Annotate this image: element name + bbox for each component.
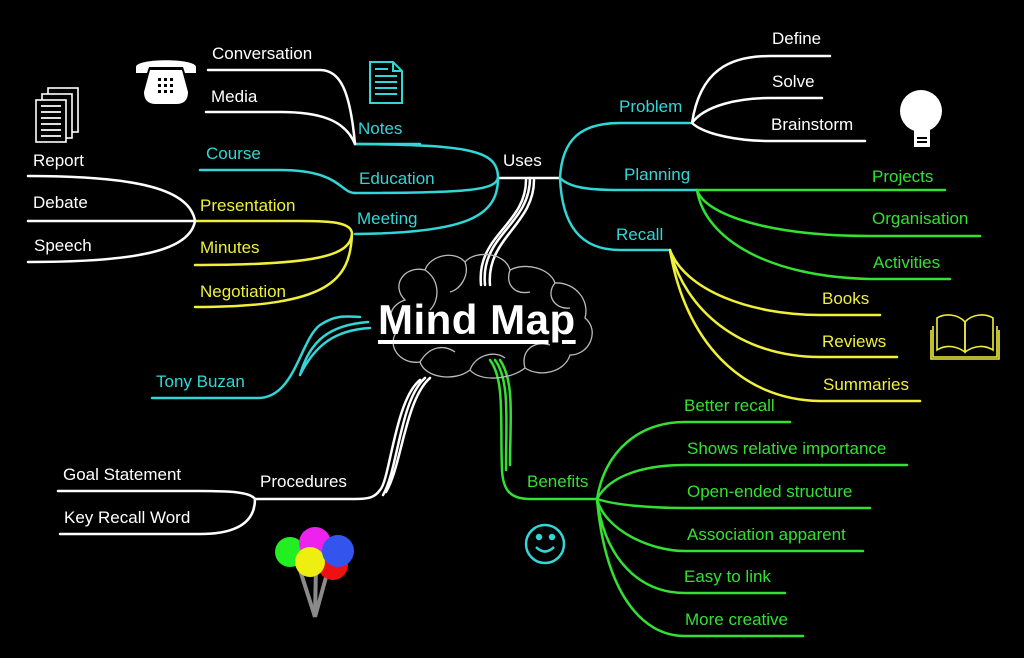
connector-problem [558,121,692,180]
connector-presentation [193,219,354,236]
connector-key-recall-word [58,497,257,536]
book-icon [930,314,1000,360]
connector-media [204,110,357,146]
central-title: Mind Map [378,296,576,343]
node-negotiation[interactable]: Negotiation [200,282,287,301]
node-summaries[interactable]: Summaries [823,375,909,394]
connector-easy-link [595,497,787,595]
node-presentation[interactable]: Presentation [200,196,296,215]
balloons-icon [275,527,354,618]
connector-report [26,174,197,223]
node-organisation[interactable]: Organisation [872,209,969,228]
node-shows-relative-importance[interactable]: Shows relative importance [687,439,887,458]
connector-define [690,54,832,125]
connector-better-recall [595,420,792,501]
connector-conversation [206,68,357,146]
node-projects[interactable]: Projects [872,167,934,186]
node-goal-statement[interactable]: Goal Statement [63,465,182,484]
node-better-recall[interactable]: Better recall [684,396,775,415]
connector-solve [690,96,824,125]
connector-activities [695,188,952,281]
node-course[interactable]: Course [206,144,261,163]
node-debate[interactable]: Debate [33,193,88,212]
connector-recall [558,176,670,252]
node-brainstorm[interactable]: Brainstorm [771,115,854,134]
node-association-apparent[interactable]: Association apparent [687,525,846,544]
connector-procedures [253,376,432,501]
node-report[interactable]: Report [33,151,85,170]
brain-cloud-icon [389,253,593,379]
node-recall[interactable]: Recall [616,225,664,244]
node-open-ended-structure[interactable]: Open-ended structure [687,482,853,501]
connector-association [595,497,865,553]
node-easy-to-link[interactable]: Easy to link [684,567,771,586]
connector-brain-benefits [488,358,599,501]
smiley-icon [524,523,566,565]
node-benefits[interactable]: Benefits [527,472,589,491]
node-speech[interactable]: Speech [34,236,92,255]
node-uses[interactable]: Uses [503,151,542,170]
connector-education-line [198,168,357,195]
node-books[interactable]: Books [822,289,870,308]
connector-summaries [668,248,922,403]
connector-uses-meeting [353,176,500,236]
lightbulb-icon [900,90,942,147]
connector-planning [558,176,699,192]
node-conversation[interactable]: Conversation [212,44,313,63]
node-minutes[interactable]: Minutes [200,238,260,257]
node-meeting[interactable]: Meeting [357,209,418,228]
connector-uses-education [353,176,500,195]
node-problem[interactable]: Problem [619,97,683,116]
node-education[interactable]: Education [359,169,435,188]
node-notes[interactable]: Notes [358,119,403,138]
node-procedures[interactable]: Procedures [260,472,347,491]
node-media[interactable]: Media [211,87,258,106]
node-reviews[interactable]: Reviews [822,332,887,351]
connector-organisation [695,188,982,238]
connector-speech [26,219,197,264]
connector-goal-statement [56,489,257,501]
connector-reviews [668,248,899,359]
node-activities[interactable]: Activities [873,253,941,272]
node-more-creative[interactable]: More creative [685,610,788,629]
connector-brain-uses [479,176,536,287]
telephone-icon [136,60,196,104]
connector-brainstorm [690,121,867,143]
connector-minutes [193,232,354,267]
node-tony-buzan[interactable]: Tony Buzan [156,372,245,391]
connector-negotiation [193,232,354,309]
node-define[interactable]: Define [772,29,822,48]
node-key-recall-word[interactable]: Key Recall Word [64,508,191,527]
documents-icon [35,87,79,143]
node-planning[interactable]: Planning [624,165,691,184]
document-icon [369,61,403,104]
connector-open-ended [595,497,872,510]
connector-more-creative [595,497,805,638]
connector-tony-buzan [150,315,372,400]
connector-shows-importance [595,463,909,501]
node-solve[interactable]: Solve [772,72,815,91]
connector-books [668,248,882,317]
